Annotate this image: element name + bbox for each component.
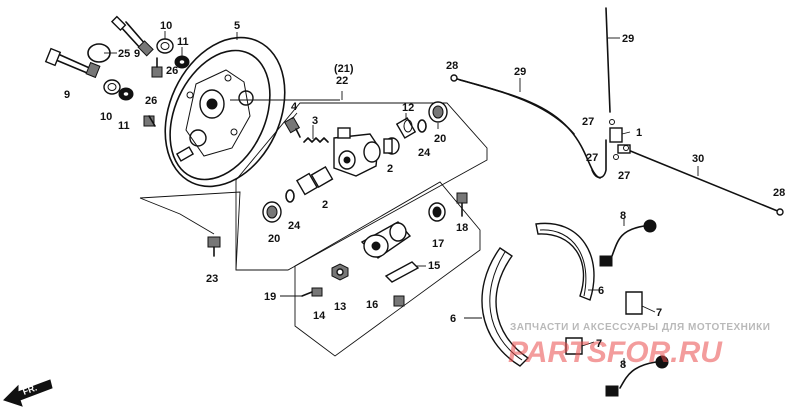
spring-part-3 bbox=[303, 137, 329, 143]
boot-part-20-lower bbox=[262, 201, 282, 223]
label-28-upper: 28 bbox=[446, 60, 458, 72]
label-27-b: 27 bbox=[586, 152, 598, 164]
front-direction-arrow: FR. bbox=[3, 379, 53, 407]
pivot-arm-part bbox=[360, 221, 412, 259]
label-6-left: 6 bbox=[450, 313, 456, 325]
label-18: 18 bbox=[456, 222, 468, 234]
label-24-upper: 24 bbox=[418, 147, 431, 159]
bleeder-part-4 bbox=[283, 116, 301, 138]
label-20-lower: 20 bbox=[268, 233, 280, 245]
brake-shoe-part-6-right bbox=[535, 222, 595, 301]
seal-part-11-upper bbox=[174, 55, 190, 69]
label-6-right: 6 bbox=[598, 285, 604, 297]
seal-part-10-upper bbox=[156, 38, 174, 54]
label-13: 13 bbox=[334, 301, 346, 313]
wheel-cylinder-part-22 bbox=[333, 127, 381, 177]
bolt-part-9-lower bbox=[44, 47, 101, 79]
label-23: 23 bbox=[206, 273, 218, 285]
wheel-cylinder-leader bbox=[139, 191, 241, 271]
label-9-lower: 9 bbox=[64, 89, 70, 101]
wheel-cylinder-group-frame bbox=[235, 102, 488, 271]
bracket-part-7-lower bbox=[565, 337, 583, 355]
seal-part-11-lower bbox=[118, 87, 134, 101]
front-direction-text: FR. bbox=[21, 383, 38, 397]
piston-part-2-upper bbox=[383, 137, 400, 155]
label-27-a: 27 bbox=[582, 116, 594, 128]
label-11-upper: 11 bbox=[177, 36, 189, 48]
clips-part-27 bbox=[609, 119, 629, 160]
bolt-part-26-upper bbox=[151, 57, 163, 78]
label-26-upper-b: 26 bbox=[145, 95, 157, 107]
label-5: 5 bbox=[234, 20, 240, 32]
watermark-logo: PARTSFOR.RU bbox=[508, 336, 723, 369]
boot-part-20-upper bbox=[428, 101, 448, 123]
bolt-part-18 bbox=[456, 192, 468, 217]
label-7-upper: 7 bbox=[656, 307, 662, 319]
brake-panel-part-5 bbox=[164, 36, 286, 188]
label-8-lower: 8 bbox=[620, 359, 626, 371]
label-19: 19 bbox=[264, 291, 276, 303]
bushing-part-17 bbox=[428, 202, 446, 222]
nut-part-13 bbox=[331, 263, 349, 281]
label-29-upper: 29 bbox=[622, 33, 634, 45]
label-3: 3 bbox=[312, 115, 318, 127]
label-7-lower: 7 bbox=[596, 338, 602, 350]
label-10-upper: 10 bbox=[160, 20, 172, 32]
part-labels: 10 5 11 25 9 26 26 9 10 11 (21) 22 4 3 1… bbox=[64, 20, 785, 371]
cup-part-24-lower bbox=[285, 189, 295, 203]
label-8-upper: 8 bbox=[620, 210, 626, 222]
piston-part-2-lower bbox=[295, 165, 334, 196]
label-24-lower: 24 bbox=[288, 220, 301, 232]
label-2-upper: 2 bbox=[387, 163, 393, 175]
brake-cable-part-29 bbox=[450, 7, 611, 179]
label-9-upper: 9 bbox=[134, 48, 140, 60]
brake-shoe-part-6-left bbox=[481, 247, 530, 367]
label-25: 25 bbox=[118, 48, 130, 60]
switch-part-8-upper bbox=[599, 219, 657, 267]
label-22: 22 bbox=[336, 75, 348, 87]
shoe-pivot-group-frame bbox=[294, 181, 481, 357]
bolt-part-26-lower bbox=[143, 115, 156, 127]
bracket-part-7-upper bbox=[625, 291, 643, 315]
label-15: 15 bbox=[428, 260, 440, 272]
piston-part-12 bbox=[395, 117, 417, 139]
clip-part-16 bbox=[393, 295, 405, 307]
label-4: 4 bbox=[291, 101, 298, 113]
label-27-c: 27 bbox=[618, 170, 630, 182]
label-29-lower: 29 bbox=[514, 66, 526, 78]
label-1: 1 bbox=[636, 127, 642, 139]
label-12: 12 bbox=[402, 102, 414, 114]
bolt-part-9-upper bbox=[110, 15, 154, 57]
bolt-part-23 bbox=[207, 236, 221, 257]
label-11-lower: 11 bbox=[118, 120, 130, 132]
cup-part-24-upper bbox=[417, 119, 427, 133]
bolt-part-14 bbox=[301, 287, 323, 297]
leader-lines bbox=[104, 31, 699, 366]
label-21: (21) bbox=[334, 63, 354, 75]
rod-holder-part-1 bbox=[609, 127, 631, 154]
brake-rod-part-30 bbox=[627, 149, 784, 216]
switch-part-8-lower bbox=[605, 355, 669, 397]
label-16: 16 bbox=[366, 299, 378, 311]
label-26-upper: 26 bbox=[166, 65, 178, 77]
label-2-lower: 2 bbox=[322, 199, 328, 211]
watermark-tagline: ЗАПЧАСТИ И АКСЕССУАРЫ ДЛЯ МОТОТЕХНИКИ bbox=[510, 322, 770, 333]
label-10-lower: 10 bbox=[100, 111, 112, 123]
plate-part-15 bbox=[384, 261, 420, 283]
label-17: 17 bbox=[432, 238, 444, 250]
label-28-lower: 28 bbox=[773, 187, 785, 199]
label-20-upper: 20 bbox=[434, 133, 446, 145]
bolt-23-leader bbox=[139, 197, 215, 235]
label-30: 30 bbox=[692, 153, 704, 165]
seal-part-10-lower bbox=[103, 79, 121, 95]
label-14: 14 bbox=[313, 310, 326, 322]
